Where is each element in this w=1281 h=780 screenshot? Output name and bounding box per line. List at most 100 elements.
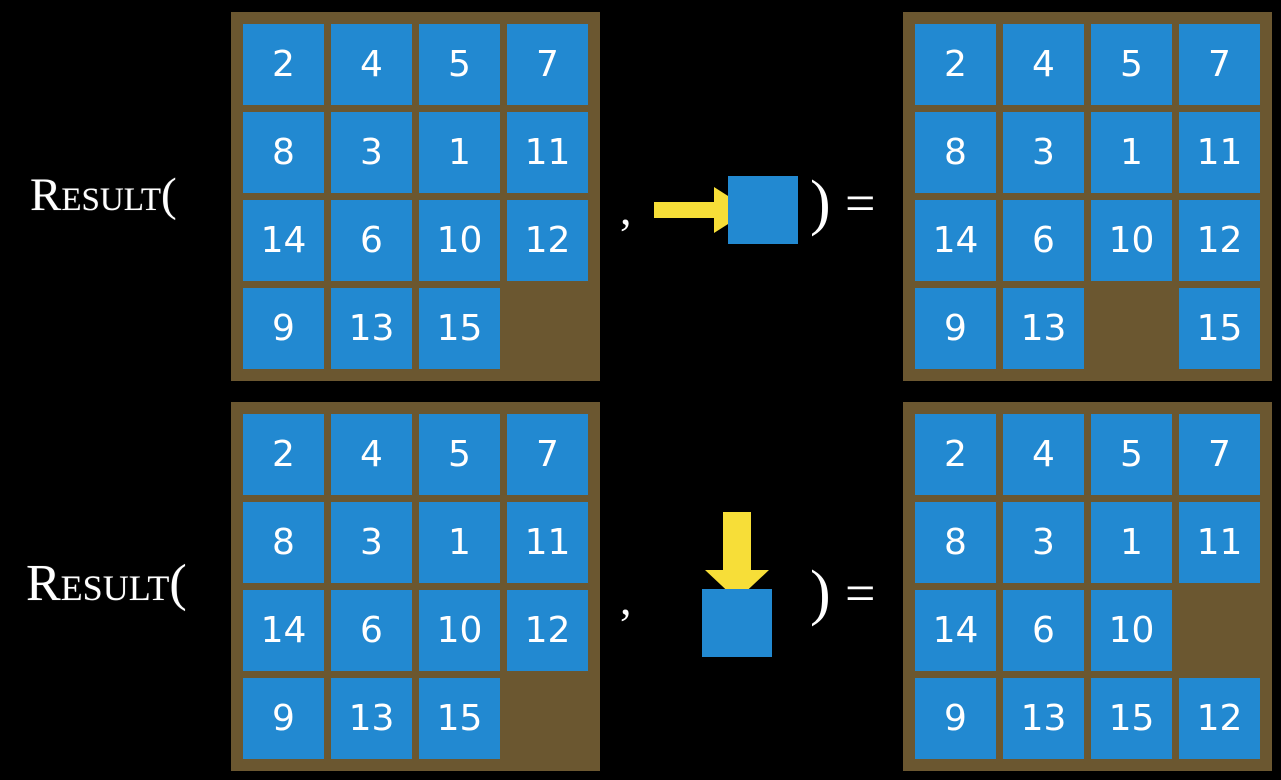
tile-number: 8 (944, 131, 967, 173)
tile-number: 13 (1020, 307, 1067, 349)
puzzle-tile[interactable]: 2 (915, 414, 996, 495)
puzzle-tile[interactable]: 4 (331, 24, 412, 105)
puzzle-tile[interactable]: 8 (915, 112, 996, 193)
puzzle-tile[interactable]: 12 (1179, 678, 1260, 759)
tile-number: 13 (348, 697, 395, 739)
tile-number: 1 (448, 521, 471, 563)
puzzle-tile[interactable]: 5 (419, 414, 500, 495)
puzzle-tile[interactable]: 9 (915, 288, 996, 369)
tile-number: 12 (524, 219, 571, 261)
puzzle-tile[interactable]: 3 (1003, 502, 1084, 583)
close-paren-row-1: ) (810, 169, 831, 237)
tile-number: 7 (1208, 43, 1231, 85)
tile-number: 6 (360, 219, 383, 261)
puzzle-tile[interactable]: 1 (1091, 502, 1172, 583)
puzzle-tile[interactable]: 6 (1003, 590, 1084, 671)
tile-number: 10 (1108, 609, 1155, 651)
puzzle-tile[interactable]: 9 (243, 288, 324, 369)
puzzle-tile[interactable]: 2 (915, 24, 996, 105)
puzzle-tile[interactable]: 7 (1179, 24, 1260, 105)
puzzle-blank (1179, 590, 1260, 671)
puzzle-tile[interactable]: 3 (331, 502, 412, 583)
action-tile-row-1 (728, 176, 798, 244)
puzzle-tile[interactable]: 7 (507, 414, 588, 495)
puzzle-tile[interactable]: 10 (419, 590, 500, 671)
arrow-right-icon (654, 187, 750, 233)
tile-number: 5 (1120, 433, 1143, 475)
tile-number: 5 (448, 433, 471, 475)
tile-number: 14 (932, 219, 979, 261)
puzzle-tile[interactable]: 11 (507, 502, 588, 583)
tile-number: 1 (1120, 521, 1143, 563)
puzzle-tile[interactable]: 11 (1179, 112, 1260, 193)
puzzle-tile[interactable]: 3 (331, 112, 412, 193)
puzzle-tile[interactable]: 4 (1003, 414, 1084, 495)
puzzle-tile[interactable]: 14 (915, 200, 996, 281)
tile-number: 4 (360, 433, 383, 475)
puzzle-tile[interactable]: 8 (243, 112, 324, 193)
puzzle-tile[interactable]: 15 (1179, 288, 1260, 369)
tile-number: 13 (348, 307, 395, 349)
tile-number: 11 (524, 131, 571, 173)
puzzle-tile[interactable]: 12 (1179, 200, 1260, 281)
puzzle-tile[interactable]: 6 (1003, 200, 1084, 281)
tile-number: 5 (1120, 43, 1143, 85)
puzzle-tile[interactable]: 7 (507, 24, 588, 105)
tile-number: 12 (1196, 697, 1243, 739)
puzzle-tile[interactable]: 11 (1179, 502, 1260, 583)
puzzle-tile[interactable]: 10 (419, 200, 500, 281)
puzzle-tile[interactable]: 4 (331, 414, 412, 495)
puzzle-tile[interactable]: 1 (419, 502, 500, 583)
puzzle-tile[interactable]: 2 (243, 414, 324, 495)
puzzle-tile[interactable]: 7 (1179, 414, 1260, 495)
puzzle-tile[interactable]: 8 (915, 502, 996, 583)
puzzle-tile[interactable]: 9 (915, 678, 996, 759)
puzzle-tile[interactable]: 9 (243, 678, 324, 759)
puzzle-tile[interactable]: 14 (915, 590, 996, 671)
puzzle-tile[interactable]: 1 (1091, 112, 1172, 193)
tile-number: 9 (272, 697, 295, 739)
tile-number: 4 (1032, 43, 1055, 85)
tile-number: 2 (944, 433, 967, 475)
puzzle-tile[interactable]: 6 (331, 200, 412, 281)
puzzle-tile[interactable]: 13 (331, 288, 412, 369)
tile-number: 15 (436, 697, 483, 739)
puzzle-tile[interactable]: 5 (419, 24, 500, 105)
puzzle-tile[interactable]: 1 (419, 112, 500, 193)
puzzle-tile[interactable]: 15 (1091, 678, 1172, 759)
tile-number: 15 (1108, 697, 1155, 739)
equals-row-1: = (845, 173, 876, 233)
puzzle-tile[interactable]: 11 (507, 112, 588, 193)
tile-number: 14 (932, 609, 979, 651)
puzzle-tile[interactable]: 12 (507, 200, 588, 281)
puzzle-tile[interactable]: 14 (243, 590, 324, 671)
tile-number: 10 (436, 609, 483, 651)
puzzle-tile[interactable]: 13 (331, 678, 412, 759)
tile-number: 2 (272, 43, 295, 85)
puzzle-tile[interactable]: 4 (1003, 24, 1084, 105)
puzzle-tile[interactable]: 3 (1003, 112, 1084, 193)
puzzle-tile[interactable]: 2 (243, 24, 324, 105)
puzzle-tile[interactable]: 10 (1091, 590, 1172, 671)
puzzle-tile[interactable]: 5 (1091, 24, 1172, 105)
puzzle-tile[interactable]: 6 (331, 590, 412, 671)
puzzle-tile[interactable]: 13 (1003, 678, 1084, 759)
puzzle-tile[interactable]: 8 (243, 502, 324, 583)
tile-number: 3 (360, 521, 383, 563)
tile-number: 11 (1196, 131, 1243, 173)
puzzle-tile[interactable]: 10 (1091, 200, 1172, 281)
tile-number: 1 (448, 131, 471, 173)
puzzle-tile[interactable]: 14 (243, 200, 324, 281)
tile-number: 8 (944, 521, 967, 563)
puzzle-tile[interactable]: 5 (1091, 414, 1172, 495)
puzzle-tile[interactable]: 13 (1003, 288, 1084, 369)
puzzle-tile[interactable]: 15 (419, 288, 500, 369)
puzzle-tile[interactable]: 12 (507, 590, 588, 671)
tile-number: 9 (944, 307, 967, 349)
puzzle-tile[interactable]: 15 (419, 678, 500, 759)
